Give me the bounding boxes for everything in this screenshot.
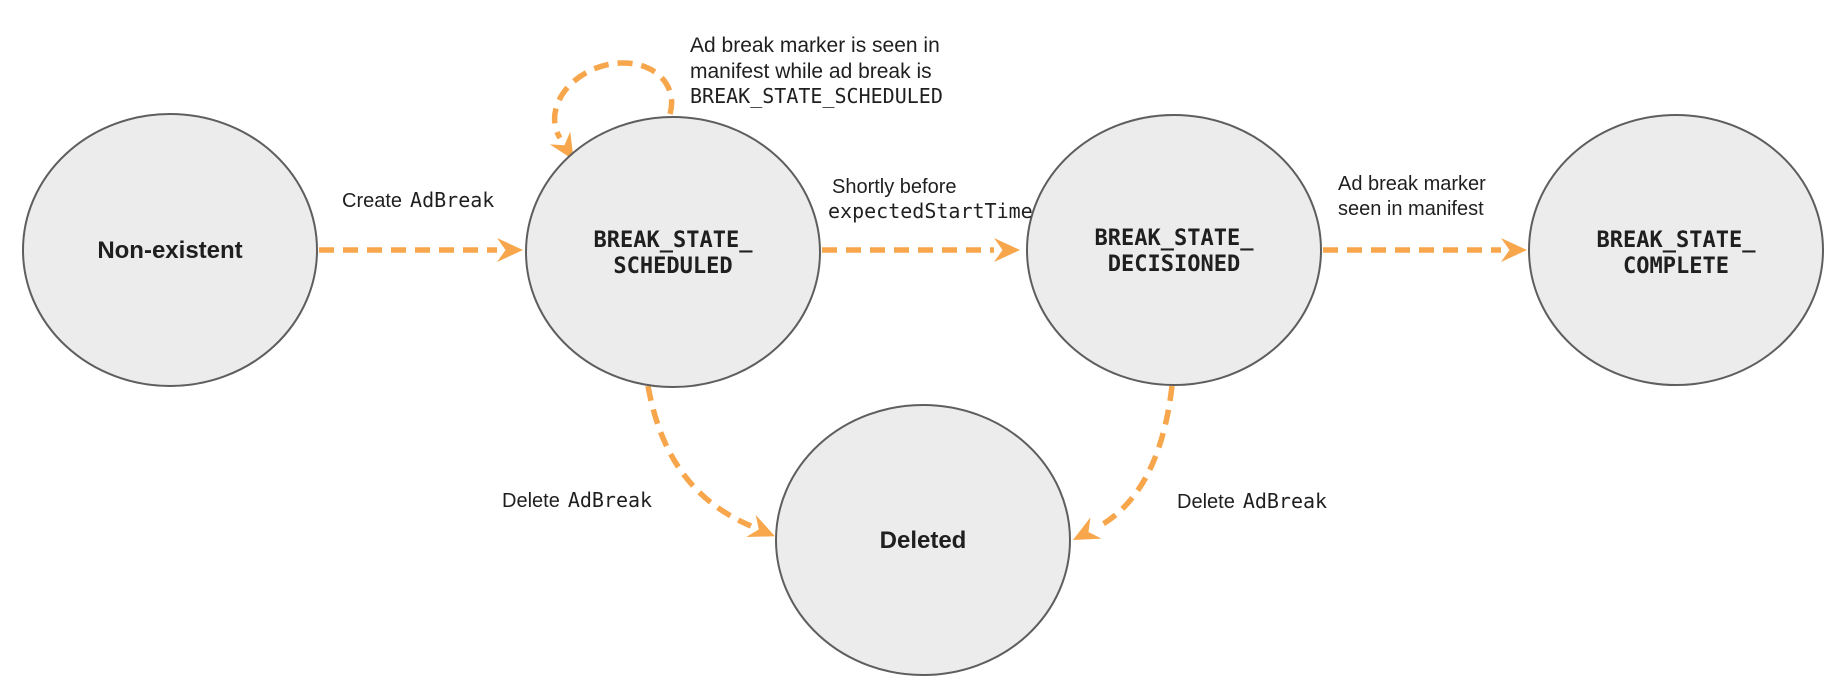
transition-complete-label-line1: Ad break marker: [1338, 173, 1486, 195]
state-complete-label-line2: COMPLETE: [1623, 254, 1729, 279]
state-decisioned-node: [1026, 114, 1322, 386]
transition-complete-label-line2: seen in manifest: [1338, 198, 1484, 220]
state-scheduled-node: [525, 116, 821, 388]
state-scheduled-label-line2: SCHEDULED: [613, 254, 732, 279]
state-deleted-node: [775, 404, 1071, 676]
state-deleted-label: Deleted: [880, 527, 967, 554]
state-complete-node: [1528, 114, 1824, 386]
state-scheduled-label-line1: BREAK_STATE_: [594, 228, 754, 253]
state-decisioned-label-line2: DECISIONED: [1108, 252, 1240, 277]
transition-self-loop-label-line2: manifest while ad break is: [690, 60, 932, 83]
transition-delete-from-scheduled-arrow: [645, 385, 775, 538]
state-decisioned-label-line1: BREAK_STATE_: [1095, 226, 1255, 251]
transition-decision-label-line2: expectedStartTime: [828, 199, 1033, 223]
transition-delete-from-decisioned-arrow: [1072, 385, 1175, 541]
state-complete-label-line1: BREAK_STATE_: [1597, 228, 1757, 253]
state-non-existent-label: Non-existent: [97, 237, 242, 264]
state-non-existent-node: [22, 113, 318, 387]
transition-decision-label-line1: Shortly before: [832, 176, 957, 198]
transition-self-loop-label-line1: Ad break marker is seen in: [690, 34, 940, 57]
transition-self-loop-label-line3: BREAK_STATE_SCHEDULED: [690, 84, 943, 108]
transition-self-loop-arrow: [549, 60, 675, 161]
